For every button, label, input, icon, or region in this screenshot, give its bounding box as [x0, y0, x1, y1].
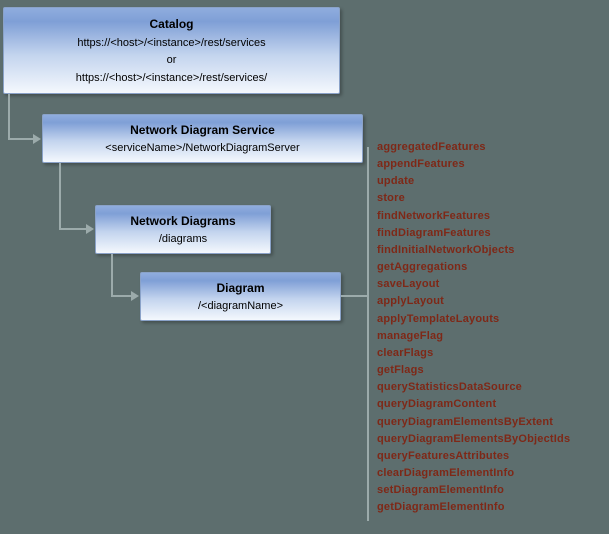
operation-item: saveLayout	[377, 278, 440, 291]
operation-item: findDiagramFeatures	[377, 226, 491, 239]
operation-item: appendFeatures	[377, 158, 465, 171]
network-diagram-service-title: Network Diagram Service	[130, 123, 275, 137]
operation-item: queryFeaturesAttributes	[377, 449, 510, 462]
operations-list: aggregatedFeatures appendFeatures update st…	[377, 139, 570, 516]
diagram-title: Diagram	[216, 281, 265, 295]
operation-item: clearDiagramElementInfo	[377, 466, 515, 479]
operation-item: getAggregations	[377, 261, 468, 274]
operation-item: clearFlags	[377, 346, 434, 359]
connector-arrowhead-icon	[33, 134, 41, 144]
connector-line	[8, 138, 34, 140]
connector-line	[111, 254, 113, 297]
operation-item: aggregatedFeatures	[377, 141, 486, 153]
connector-arrowhead-icon	[131, 291, 139, 301]
network-diagram-service-box: Network Diagram Service <serviceName>/Ne…	[42, 114, 363, 163]
operation-item: queryDiagramElementsByObjectIds	[377, 432, 571, 445]
operation-item: findInitialNetworkObjects	[377, 243, 515, 256]
network-diagrams-box: Network Diagrams /diagrams	[95, 205, 271, 254]
operation-item: setDiagramElementInfo	[377, 484, 505, 497]
operation-item: queryDiagramContent	[377, 398, 497, 411]
operation-item: manageFlag	[377, 329, 444, 342]
connector-arrowhead-icon	[86, 224, 94, 234]
catalog-url-primary: https://<host>/<instance>/rest/services	[77, 36, 266, 49]
network-diagrams-title: Network Diagrams	[130, 214, 236, 228]
operation-item: update	[377, 175, 415, 188]
catalog-title: Catalog	[149, 16, 194, 31]
network-diagram-service-path: <serviceName>/NetworkDiagramServer	[105, 142, 300, 154]
operation-item: applyTemplateLayouts	[377, 312, 500, 325]
connector-line	[8, 94, 10, 140]
diagram-path: /<diagramName>	[198, 300, 283, 312]
connector-line	[59, 228, 87, 230]
operations-rail-line	[367, 147, 369, 521]
operation-item: getFlags	[377, 364, 424, 377]
network-diagrams-path: /diagrams	[158, 233, 208, 245]
catalog-box: Catalog https://<host>/<instance>/rest/s…	[3, 7, 340, 94]
operation-item: findNetworkFeatures	[377, 209, 491, 222]
operation-item: getDiagramElementInfo	[377, 501, 505, 514]
operation-item: applyLayout	[377, 295, 444, 308]
connector-line	[111, 295, 133, 297]
operation-item: queryDiagramElementsByExtent	[377, 415, 554, 428]
operation-item: queryStatisticsDataSource	[377, 381, 522, 394]
connector-line	[59, 163, 61, 230]
connector-line	[341, 295, 368, 297]
catalog-or-label: or	[166, 54, 177, 67]
catalog-url-alternate: https://<host>/<instance>/rest/services/	[75, 72, 268, 85]
diagram-box: Diagram /<diagramName>	[140, 272, 341, 321]
operation-item: store	[377, 192, 405, 205]
